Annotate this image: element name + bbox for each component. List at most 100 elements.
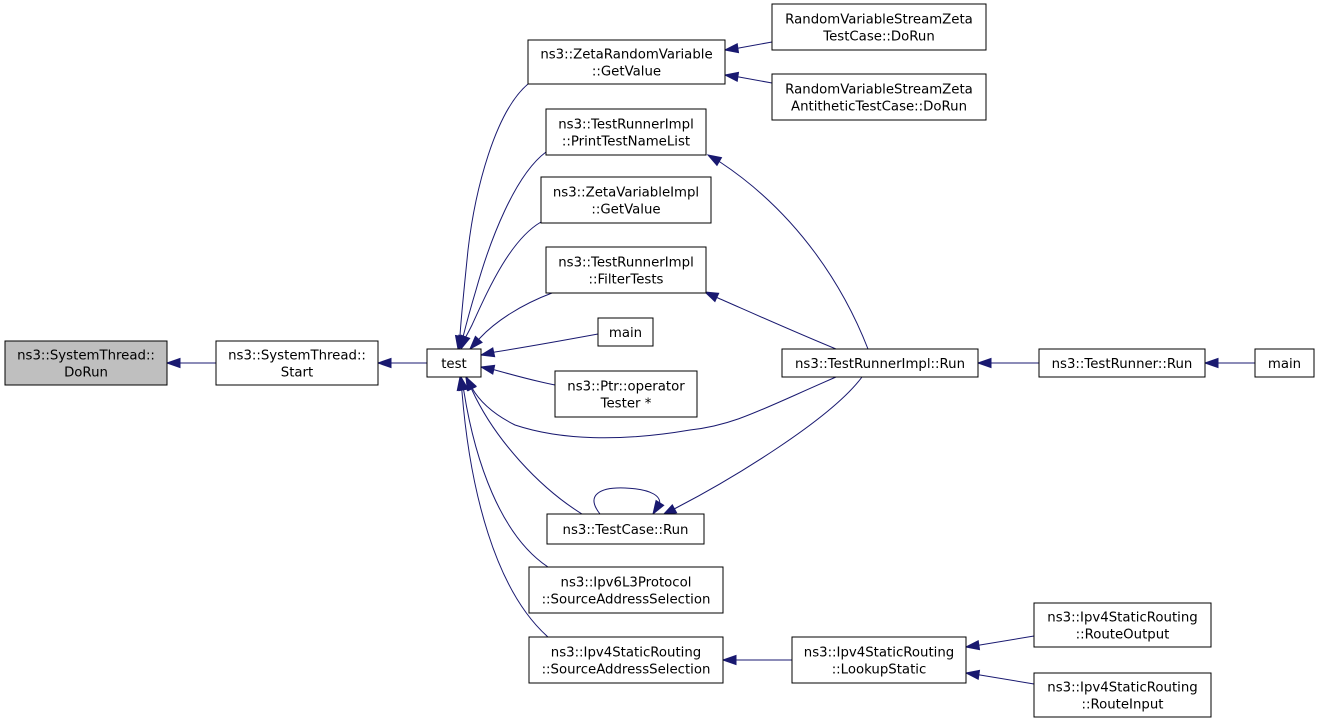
edge-line: [480, 366, 556, 386]
edge-systemthread_start-to-systemthread_dorun: [165, 357, 216, 369]
arrowhead-icon: [376, 357, 392, 369]
node-box: [426, 348, 482, 378]
node-label-line: AntitheticTestCase::DoRun: [791, 100, 967, 115]
node-box: [781, 348, 979, 378]
node-label-line: DoRun: [64, 366, 108, 381]
arrowhead-icon: [964, 669, 981, 681]
arrowhead-icon: [460, 334, 471, 351]
node-label-line: ns3::Ptr::operator: [567, 380, 685, 395]
edge-test-to-systemthread_start: [376, 357, 427, 369]
node-box: [545, 246, 707, 294]
edge-ipv4_routeinput-to-ipv4_lookupstatic: [964, 669, 1035, 685]
edge-rvs_zeta_anti_dorun-to-zeta_rv_getvalue: [723, 71, 773, 84]
node-box: [1033, 602, 1212, 648]
arrowhead-icon: [456, 375, 467, 392]
node-testrunnerimpl-run[interactable]: ns3::TestRunnerImpl::Run: [781, 348, 979, 378]
node-box: [771, 3, 987, 51]
node-label-line: ::SourceAddressSelection: [542, 663, 711, 678]
node-label-line: ns3::SystemThread::: [228, 349, 366, 364]
arrowhead-icon: [479, 364, 496, 375]
node-label-line: ::FilterTests: [588, 273, 663, 288]
node-label-line: ns3::TestRunnerImpl::Run: [795, 357, 965, 372]
node-box: [597, 317, 654, 347]
arrowhead-icon: [706, 154, 723, 167]
arrowhead-icon: [964, 639, 981, 651]
node-label-line: Tester *: [600, 397, 652, 412]
node-label-line: ::RouteOutput: [1076, 628, 1170, 643]
node-systemthread-dorun: ns3::SystemThread::DoRun: [4, 340, 168, 386]
node-box: [528, 636, 724, 684]
node-box: [215, 340, 379, 386]
node-label-line: ns3::Ipv4StaticRouting: [1047, 681, 1197, 696]
edge-testcase_run-to-test: [465, 375, 583, 515]
node-label-line: RandomVariableStreamZeta: [785, 13, 973, 28]
node-label-line: ns3::ZetaVariableImpl: [553, 186, 699, 201]
edge-ptr_operator-to-test: [479, 364, 556, 386]
node-label-line: ns3::Ipv4StaticRouting: [551, 646, 701, 661]
node-box: [4, 340, 168, 386]
node-ipv4-routeoutput[interactable]: ns3::Ipv4StaticRouting::RouteOutput: [1033, 602, 1212, 648]
edge-testrunnerimpl_run-to-testcase_run: [661, 376, 863, 516]
node-box: [554, 370, 698, 418]
edge-testcase_run-to-testcase_run: [593, 487, 665, 516]
edge-testrunnerimpl_run-to-filtertests: [703, 291, 837, 350]
edge-line: [469, 292, 553, 350]
node-label-line: ns3::TestRunner::Run: [1052, 357, 1193, 372]
arrowhead-icon: [465, 375, 477, 392]
node-label-line: TestCase::DoRun: [822, 30, 935, 45]
node-zetavarimpl-getvalue[interactable]: ns3::ZetaVariableImpl::GetValue: [540, 176, 712, 224]
node-test[interactable]: test: [426, 348, 482, 378]
node-label-line: RandomVariableStreamZeta: [785, 83, 973, 98]
node-box: [1254, 348, 1315, 378]
node-label-line: ns3::TestRunnerImpl: [558, 256, 694, 271]
edge-filtertests-to-test: [468, 292, 553, 351]
node-box: [540, 176, 712, 224]
node-label-line: ::GetValue: [592, 65, 661, 80]
edge-ipv4_srcaddr-to-test: [456, 375, 549, 638]
node-box: [771, 73, 987, 121]
arrowhead-icon: [479, 347, 496, 358]
node-systemthread-start[interactable]: ns3::SystemThread::Start: [215, 340, 379, 386]
node-box: [791, 636, 967, 684]
arrowhead-icon: [468, 335, 483, 351]
edge-line: [593, 487, 661, 515]
edge-line: [707, 154, 869, 350]
edge-line: [465, 376, 837, 439]
node-label-line: ::SourceAddressSelection: [542, 593, 711, 608]
arrowhead-icon: [165, 357, 181, 369]
edge-line: [459, 376, 549, 638]
arrowhead-icon: [1203, 357, 1219, 369]
node-box: [527, 39, 726, 85]
node-printtestnamelist[interactable]: ns3::TestRunnerImpl::PrintTestNameList: [545, 108, 707, 156]
arrowhead-icon: [661, 504, 678, 516]
node-label-line: ::RouteInput: [1082, 698, 1164, 713]
edge-line: [458, 151, 547, 350]
edge-testrunner_run-to-testrunnerimpl_run: [976, 357, 1039, 369]
node-label-line: ::PrintTestNameList: [562, 135, 690, 150]
edges-layer: [165, 41, 1255, 685]
edge-main_2-to-testrunner_run: [1203, 357, 1255, 369]
node-main-1[interactable]: main: [597, 317, 654, 347]
node-rvs-zeta-anti-dorun[interactable]: RandomVariableStreamZetaAntitheticTestCa…: [771, 73, 987, 121]
node-ipv4-srcaddr[interactable]: ns3::Ipv4StaticRouting::SourceAddressSel…: [528, 636, 724, 684]
arrowhead-icon: [721, 654, 737, 666]
arrowhead-icon: [703, 291, 720, 303]
node-testrunner-run[interactable]: ns3::TestRunner::Run: [1038, 348, 1206, 378]
node-filtertests[interactable]: ns3::TestRunnerImpl::FilterTests: [545, 246, 707, 294]
node-label-line: ns3::Ipv4StaticRouting: [804, 646, 954, 661]
node-ipv6-srcaddr[interactable]: ns3::Ipv6L3Protocol::SourceAddressSelect…: [528, 566, 724, 614]
edge-line: [457, 83, 529, 350]
node-ipv4-lookupstatic[interactable]: ns3::Ipv4StaticRouting::LookupStatic: [791, 636, 967, 684]
node-label-line: ns3::TestCase::Run: [563, 523, 689, 538]
edge-zetavarimpl_getvalue-to-test: [460, 221, 542, 351]
edge-line: [662, 376, 863, 516]
node-testcase-run[interactable]: ns3::TestCase::Run: [546, 513, 705, 545]
edge-printtestnamelist-to-test: [458, 151, 547, 351]
edge-line: [460, 221, 542, 350]
node-zeta-rv-getvalue[interactable]: ns3::ZetaRandomVariable::GetValue: [527, 39, 726, 85]
node-main-2[interactable]: main: [1254, 348, 1315, 378]
node-ipv4-routeinput[interactable]: ns3::Ipv4StaticRouting::RouteInput: [1033, 672, 1212, 718]
edge-line: [480, 333, 599, 356]
